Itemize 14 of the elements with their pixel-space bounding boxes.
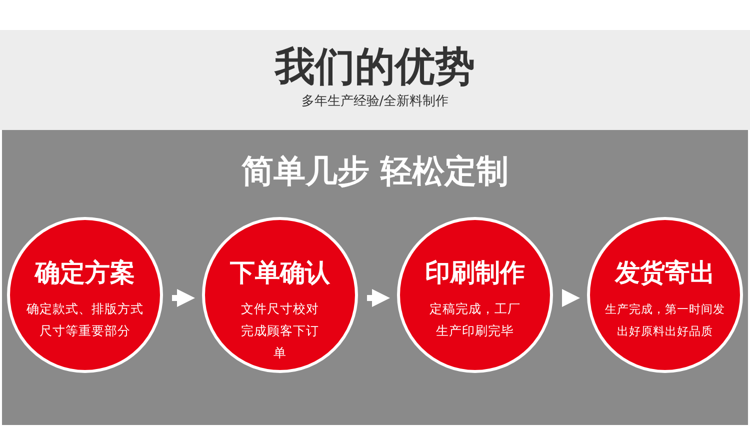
step-heading: 下单确认 [229,258,331,288]
step-description: 文件尺寸校对完成顾客下订单 [240,300,320,362]
step-heading: 印刷制作 [424,258,526,288]
arrow [562,289,580,307]
step-description: 生产完成，第一时间发出好原料出好品质 [604,301,726,340]
step-heading: 确定方案 [33,258,136,288]
step-description: 定稿完成，工厂生产印刷完毕 [428,300,522,340]
subtitle: 多年生产经验/全新料制作 [300,93,450,111]
arrow [172,289,195,307]
step-heading: 发货寄出 [614,258,716,288]
arrow [367,289,390,307]
panel-heading: 简单几步 轻松定制 [240,151,510,192]
title: 我们的优势 [274,43,476,92]
step-description: 确定款式、排版方式尺寸等重要部分 [26,300,144,340]
